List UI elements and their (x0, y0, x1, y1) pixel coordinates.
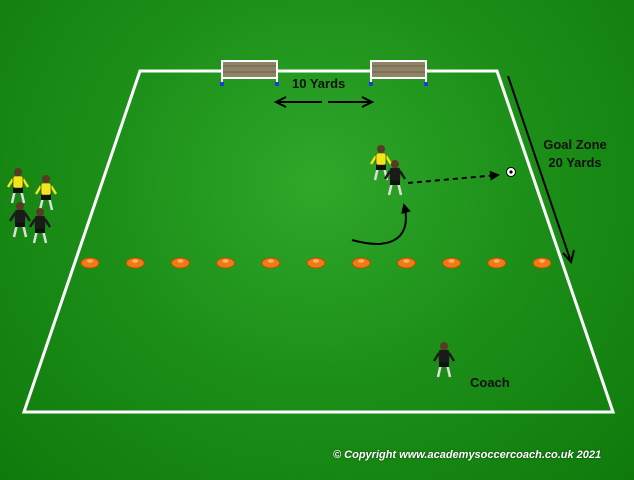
coach-figure (432, 342, 456, 378)
goal-spacing-arrow (273, 96, 375, 108)
goal-right (369, 60, 428, 86)
cone (396, 257, 416, 269)
goal-spacing-label: 10 Yards (292, 76, 346, 91)
cone (80, 257, 100, 269)
goal-zone-label: Goal Zone 20 Yards (520, 136, 630, 172)
cone (261, 257, 281, 269)
goal-zone-arrow (507, 75, 575, 265)
goal-zone-distance: 20 Yards (548, 155, 602, 170)
copyright-text: © Copyright www.academysoccercoach.co.uk… (333, 449, 602, 461)
cone (351, 257, 371, 269)
players-layer (6, 145, 456, 378)
cone (306, 257, 326, 269)
cone-line (80, 257, 552, 269)
cone (532, 257, 552, 269)
goal-zone-title: Goal Zone (543, 137, 607, 152)
goal-left (220, 60, 279, 86)
player-run-arrow (351, 203, 411, 245)
soccer-ball (506, 167, 516, 177)
waiting-black-player (28, 208, 52, 244)
waiting-black-player (8, 202, 32, 238)
ball-path-arrow (407, 170, 500, 184)
coach-label: Coach (470, 375, 510, 390)
cone (170, 257, 190, 269)
attacking-player (369, 145, 393, 181)
cone (216, 257, 236, 269)
defending-player (383, 160, 407, 196)
cone (487, 257, 507, 269)
waiting-yellow-player (6, 168, 30, 204)
cone (442, 257, 462, 269)
cone (125, 257, 145, 269)
waiting-yellow-player (34, 175, 58, 211)
